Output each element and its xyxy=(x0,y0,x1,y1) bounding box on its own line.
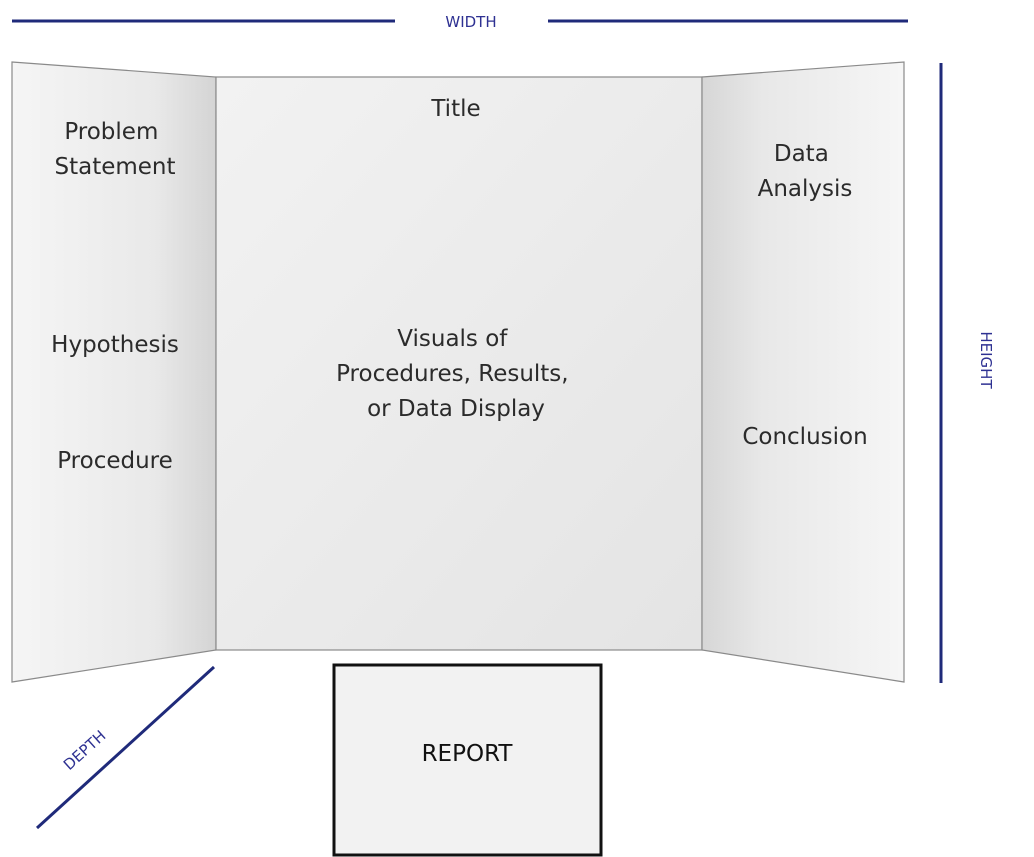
left-panel-item-problem-statement: Problem Statement xyxy=(54,119,175,180)
center-panel-shape xyxy=(215,76,703,651)
height-dimension: HEIGHT xyxy=(939,63,995,683)
center-panel-visuals: Visuals of Procedures, Results, or Data … xyxy=(336,326,576,422)
right-panel-item-conclusion: Conclusion xyxy=(742,424,867,450)
depth-label: DEPTH xyxy=(60,727,110,774)
right-panel-shape xyxy=(701,61,905,683)
center-panel: Title Visuals of Procedures, Results, or… xyxy=(215,76,703,651)
report-box: REPORT xyxy=(332,663,603,857)
left-panel-item-procedure: Procedure xyxy=(57,448,173,474)
depth-dimension: DEPTH xyxy=(35,665,216,830)
width-dimension: WIDTH xyxy=(12,13,908,31)
left-panel-item-hypothesis: Hypothesis xyxy=(51,332,179,358)
height-label: HEIGHT xyxy=(977,331,995,389)
right-panel: Data Analysis Conclusion xyxy=(701,61,905,683)
report-label: REPORT xyxy=(422,741,514,767)
width-label: WIDTH xyxy=(445,13,496,31)
center-panel-title: Title xyxy=(430,96,480,122)
left-panel: Problem Statement Hypothesis Procedure xyxy=(11,61,217,683)
right-panel-item-data-analysis: Data Analysis xyxy=(758,141,853,202)
depth-line xyxy=(35,665,216,830)
report-box-shape xyxy=(332,663,603,857)
